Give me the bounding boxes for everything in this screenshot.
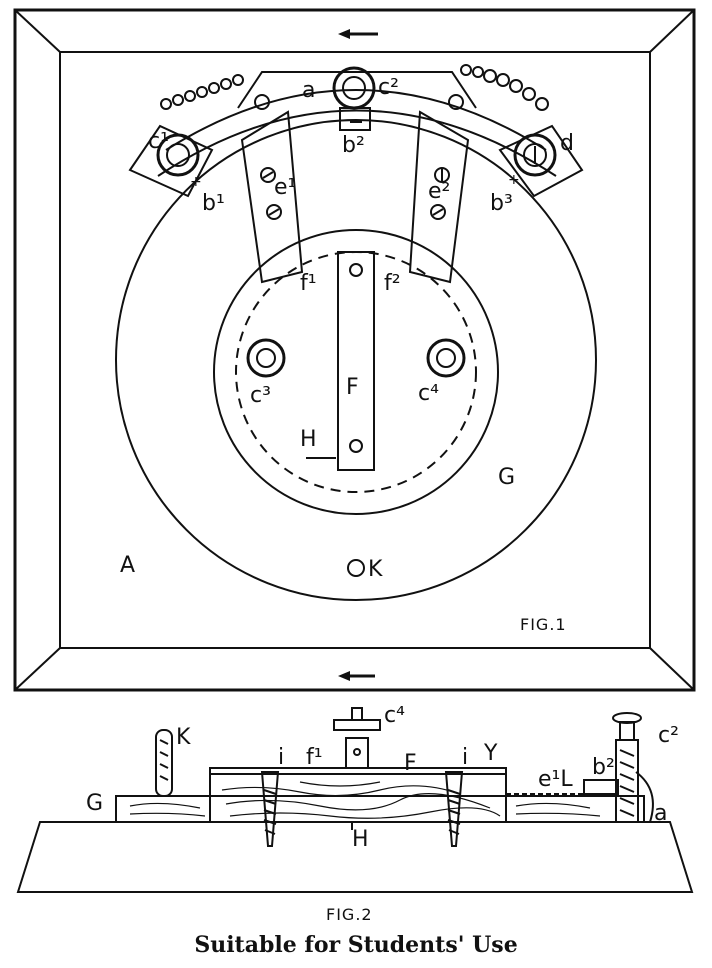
strip-e2 (408, 110, 470, 284)
label-e1: e¹ (274, 175, 296, 200)
label-c1: c¹ (148, 129, 169, 154)
arc-piece-a (157, 71, 557, 177)
label-G: G (498, 465, 515, 490)
fig2-label-i-left: i (278, 745, 284, 770)
fig2-label-c2: c² (658, 723, 679, 748)
label-e2: e² (428, 179, 450, 204)
terminal-c4-side (333, 707, 381, 769)
fig2-label-K: K (176, 725, 191, 750)
fig1-frame (13, 8, 696, 692)
post-K (155, 729, 173, 797)
label-F: F (346, 375, 359, 400)
fig2-label-Y: Y (483, 741, 498, 766)
screw-left-i (260, 771, 280, 847)
inner-plate-H (213, 229, 499, 515)
fig2-label-i-right: i (462, 745, 468, 770)
hole-K (347, 559, 365, 577)
label-c3: c³ (250, 383, 271, 408)
fig2-label-b2: b² (592, 755, 615, 780)
label-b3: b³ (490, 191, 513, 216)
screw-right-i (444, 771, 464, 847)
arc-hole-right (448, 94, 464, 110)
label-d: d (560, 131, 574, 156)
fig1-caption: FIG.1 (520, 615, 567, 634)
label-A: A (120, 553, 135, 578)
spring-right (460, 64, 549, 111)
label-c4: c⁴ (418, 381, 439, 406)
arrow-top (338, 29, 378, 39)
fig2-label-e1L: e¹L (538, 767, 573, 792)
fig2-label-F: F (404, 751, 417, 776)
fig2-label-a: a (654, 801, 667, 826)
label-c2: c² (378, 75, 399, 100)
terminal-c2 (332, 66, 376, 131)
fig2-label-f1: f¹ (306, 745, 323, 770)
label-H: H (300, 427, 317, 452)
fig2-label-H: H (352, 827, 369, 852)
dashed-circle (235, 251, 477, 493)
disk-G (115, 119, 597, 601)
label-b2: b² (342, 133, 365, 158)
label-f1: f¹ (300, 271, 317, 296)
figure-caption: Suitable for Students' Use (194, 932, 517, 958)
wood-grain (129, 781, 601, 819)
label-a: a (302, 78, 315, 103)
fig2-caption: FIG.2 (326, 905, 373, 924)
central-bar-F (337, 251, 375, 471)
terminal-c4 (426, 338, 466, 378)
arc-hole-left (254, 94, 270, 110)
arrow-bottom (338, 671, 375, 681)
label-f2: f² (384, 271, 401, 296)
terminal-c1: + (128, 124, 214, 198)
spring-left (160, 74, 244, 110)
fig2-label-c4: c⁴ (384, 703, 405, 728)
right-terminal-assembly (506, 712, 654, 823)
strip-e1 (240, 110, 304, 284)
svg-text:+: + (190, 174, 202, 190)
terminal-c3-d: + (498, 124, 584, 198)
label-b1: b¹ (202, 191, 225, 216)
svg-text:+: + (508, 172, 520, 188)
fig2-label-G: G (86, 791, 103, 816)
label-K: K (368, 557, 383, 582)
terminal-c3 (246, 338, 286, 378)
